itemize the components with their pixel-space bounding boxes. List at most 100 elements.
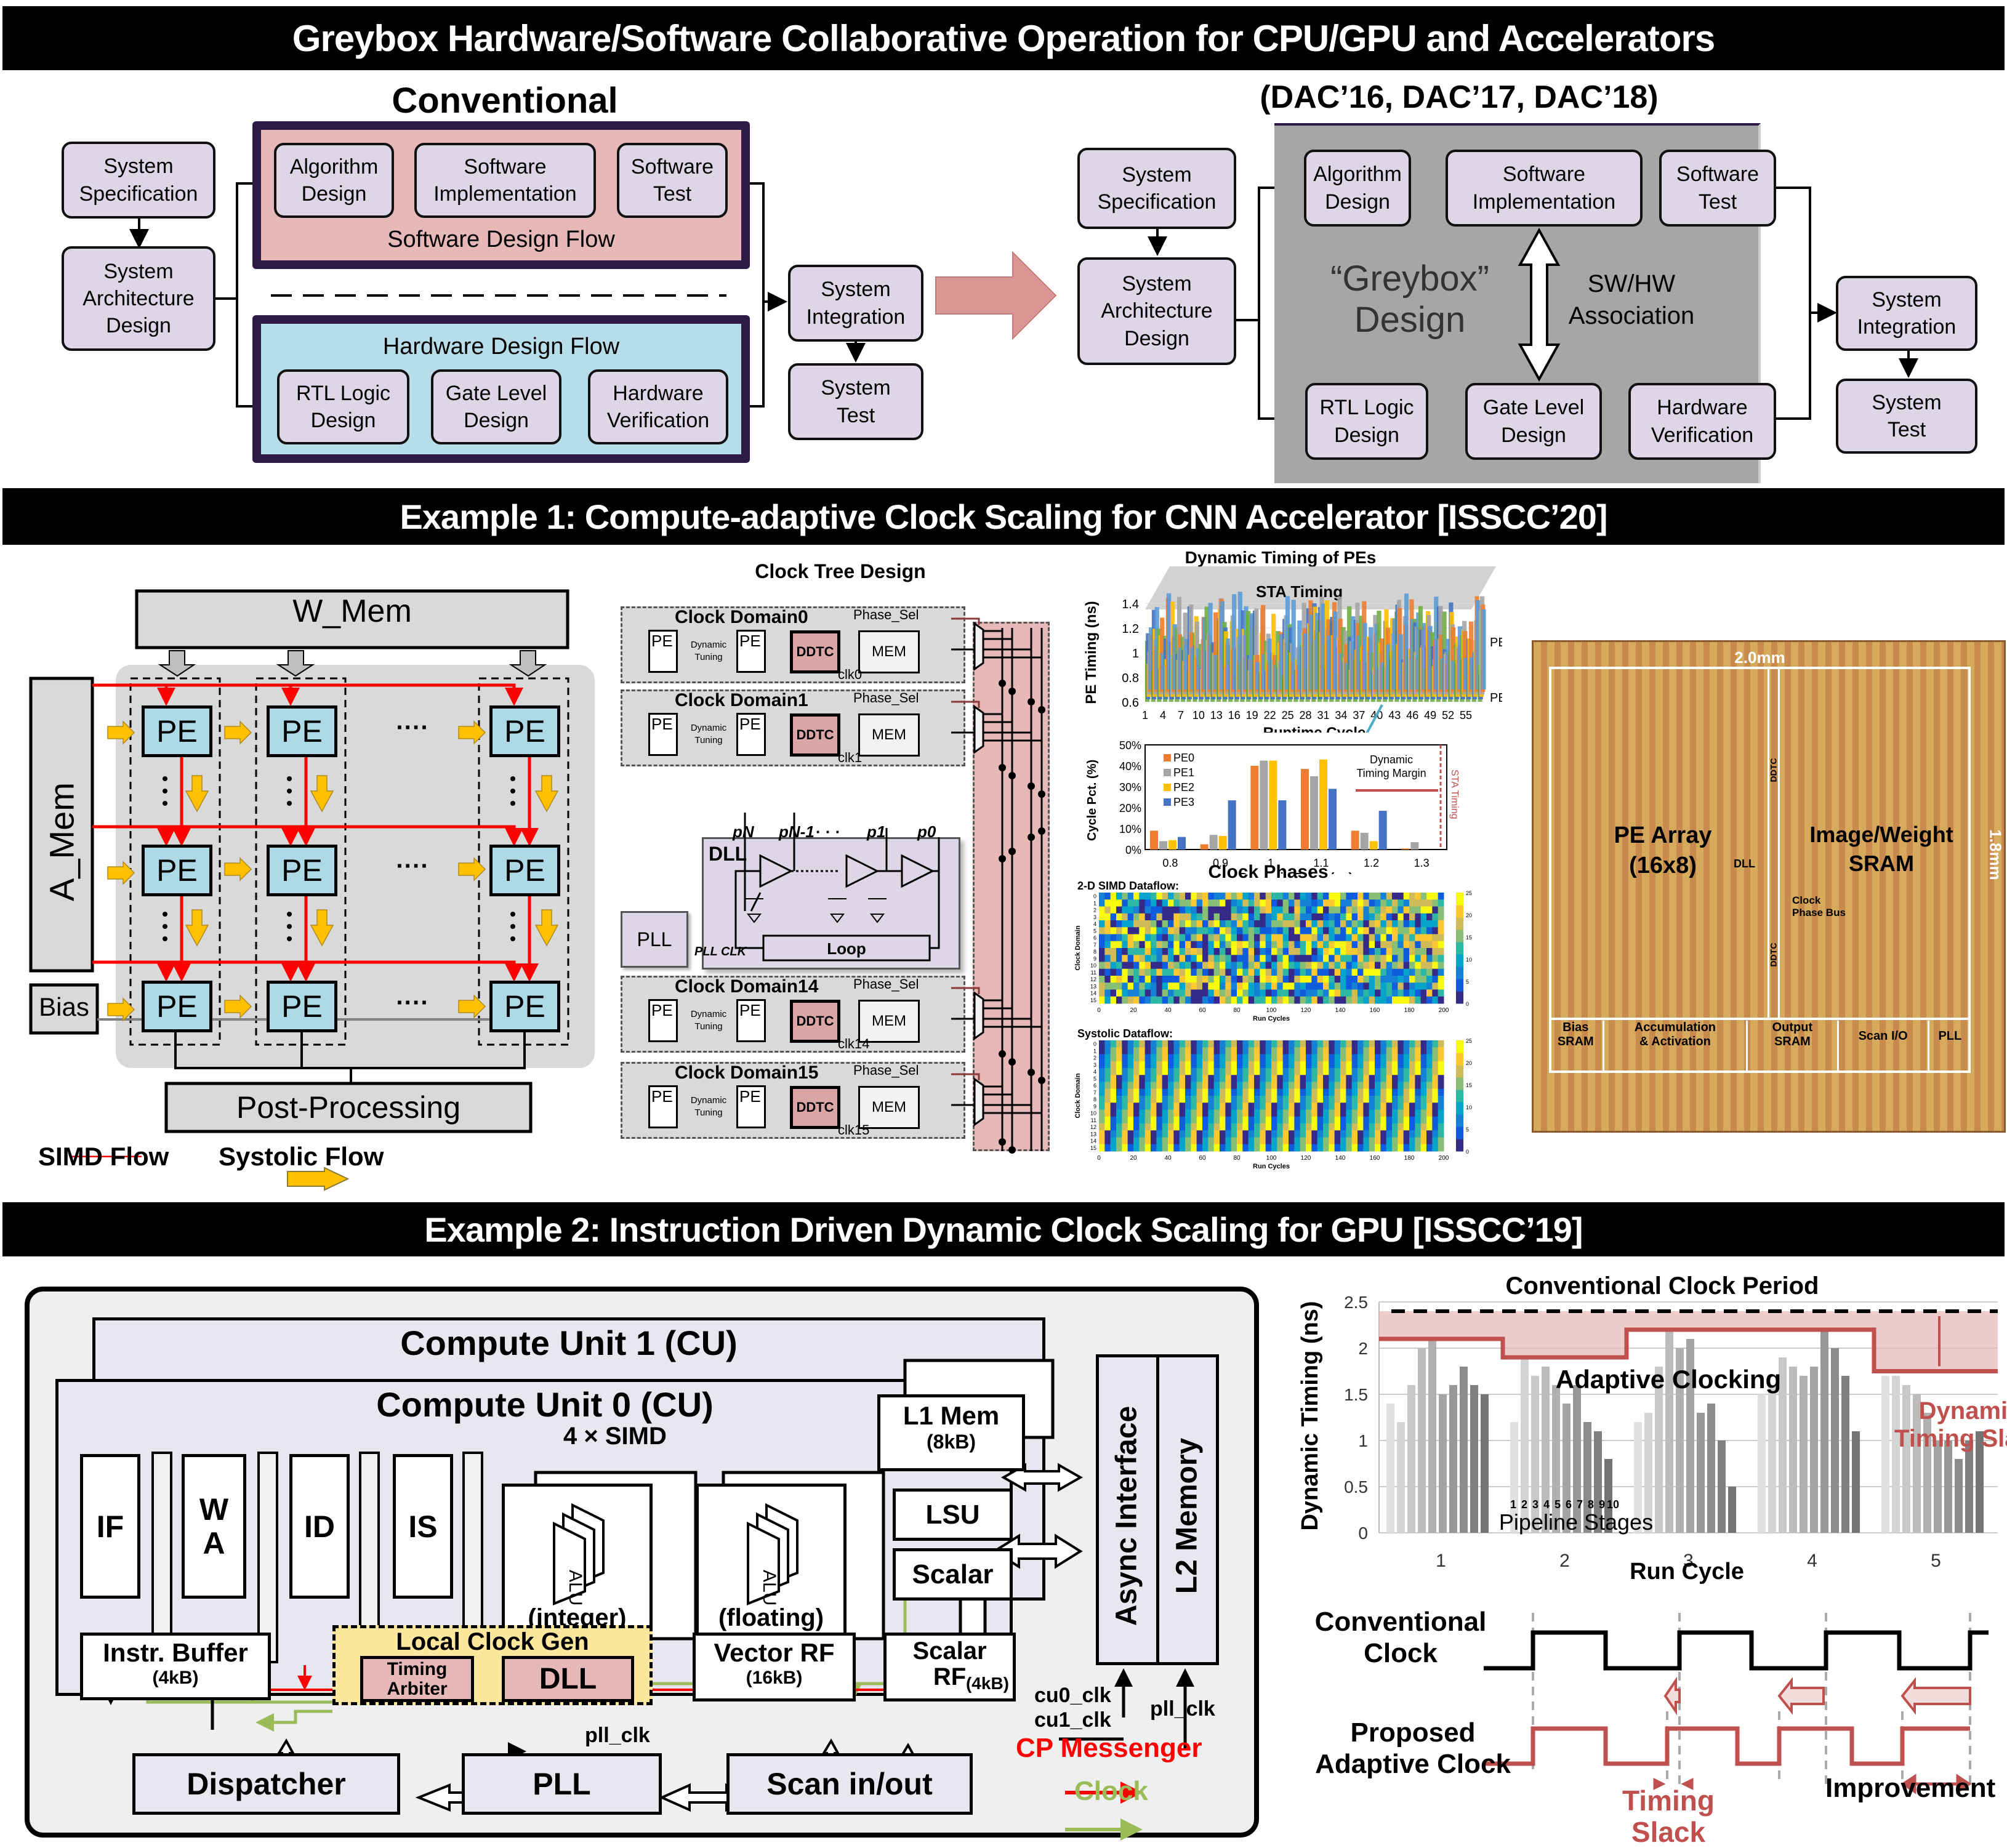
heatmap-cell [1351,1116,1358,1124]
stage-number-label: 1 [1510,1498,1516,1511]
heatmap-cell [1162,1082,1168,1090]
heatmap-cell [1386,1082,1393,1090]
heatmap-cell [1300,893,1306,900]
heatmap-cell [1420,1109,1427,1117]
heatmap-cell [1104,1116,1111,1124]
heatmap-cell [1351,1123,1358,1131]
heatmap-cell [1415,1137,1422,1145]
heatmap-cell [1369,955,1375,962]
heatmap-cell [1346,906,1353,914]
heatmap-cell [1144,1054,1151,1062]
heatmap-cell [1104,962,1111,970]
x-tick-label: 100 [1266,1007,1277,1014]
heatmap-cell [1289,982,1295,990]
heatmap-cell [1260,976,1266,983]
heatmap-cell [1334,1096,1341,1103]
heatmap-cell [1185,1109,1191,1117]
heatmap-cell [1179,948,1186,955]
heatmap-cell [1277,934,1284,942]
clock-waveform [1484,1613,1989,1794]
pipeline-stage-bar [1644,1413,1652,1533]
heatmap-cell [1099,948,1105,955]
heatmap-cell [1179,1068,1186,1075]
heatmap-cell [1151,976,1157,983]
heatmap-cell [1225,941,1232,949]
heatmap-cell [1110,1130,1117,1138]
heatmap-cell [1289,955,1295,962]
y-tick-label: 7 [1093,1090,1096,1096]
heatmap-cell [1242,906,1249,914]
heatmap-cell [1231,1123,1237,1131]
heatmap-cell [1248,989,1255,997]
heatmap-cell [1282,920,1289,928]
heatmap-cell [1202,927,1209,934]
heatmap-cell [1265,1130,1272,1138]
heatmap-cell [1351,1103,1358,1110]
heatmap-cell [1386,1088,1393,1096]
heatmap-cell [1363,899,1370,907]
heatmap-cell [1438,1137,1444,1145]
heatmap-cell [1277,968,1284,976]
heatmap-cell [1173,906,1180,914]
heatmap-cell [1116,906,1122,914]
heatmap-cell [1438,927,1444,934]
heatmap-cell [1392,1109,1398,1117]
heatmap-cell [1294,1096,1301,1103]
heatmap-cell [1220,920,1226,928]
heatmap-cell [1346,1123,1353,1131]
heatmap-cell [1346,899,1353,907]
heatmap-cell [1220,996,1226,1004]
heatmap-cell [1334,1054,1341,1062]
heatmap-cell [1375,996,1381,1004]
heatmap-cell [1351,893,1358,900]
heatmap-cell [1282,906,1289,914]
heatmap-cell [1225,934,1232,942]
dispatcher-block: Dispatcher [132,1753,400,1815]
heatmap-cell [1191,1116,1197,1124]
heatmap-cell [1403,893,1410,900]
heatmap-cell [1311,893,1318,900]
heatmap-cell [1225,893,1232,900]
heatmap-cell [1357,1123,1364,1131]
gb-system-integration-label: System Integration [1857,287,1957,339]
heatmap-cell [1202,968,1209,976]
x-tick-label: 52 [1442,709,1454,721]
vector-rf-size: (16kB) [746,1668,803,1688]
heatmap-cell [1409,962,1415,970]
heatmap-cell [1110,927,1117,934]
heatmap-cell [1173,1082,1180,1090]
heatmap-cell [1415,1047,1422,1055]
y-tick-label: 0.6 [1122,696,1139,710]
heatmap-cell [1237,1130,1243,1138]
heatmap-cell [1133,934,1140,942]
heatmap-cell [1432,1088,1439,1096]
heatmap-cell [1306,1116,1312,1124]
heatmap-cell [1185,982,1191,990]
y-tick-label: 6 [1093,935,1096,941]
pipeline-stage-bar [1955,1459,1963,1533]
heatmap-cell [1213,934,1220,942]
heatmap-cell [1122,1040,1128,1048]
heatmap-cell [1277,927,1284,934]
heatmap-cell [1162,968,1168,976]
heatmap-cell [1104,906,1111,914]
heatmap-cell [1260,927,1266,934]
heatmap-cell [1254,962,1260,970]
heatmap-cell [1168,1061,1174,1069]
heatmap-cell [1162,1061,1168,1069]
heatmap-cell [1156,920,1163,928]
heatmap-cell [1409,1144,1415,1152]
x-tick-label: 10 [1193,709,1205,721]
heatmap-cell [1346,934,1353,942]
x-tick-label: 4 [1160,709,1166,721]
software-test-box: Software Test [617,143,728,218]
heatmap-cell [1294,927,1301,934]
heatmap-cell [1300,1130,1306,1138]
y-tick-label: 0 [1358,1524,1368,1543]
pipeline-stage-bar [1604,1459,1612,1533]
heatmap-cell [1380,962,1387,970]
heatmap-cell [1191,1088,1197,1096]
heatmap-cell [1225,1116,1232,1124]
heatmap-cell [1196,1047,1203,1055]
heatmap-cell [1179,962,1186,970]
